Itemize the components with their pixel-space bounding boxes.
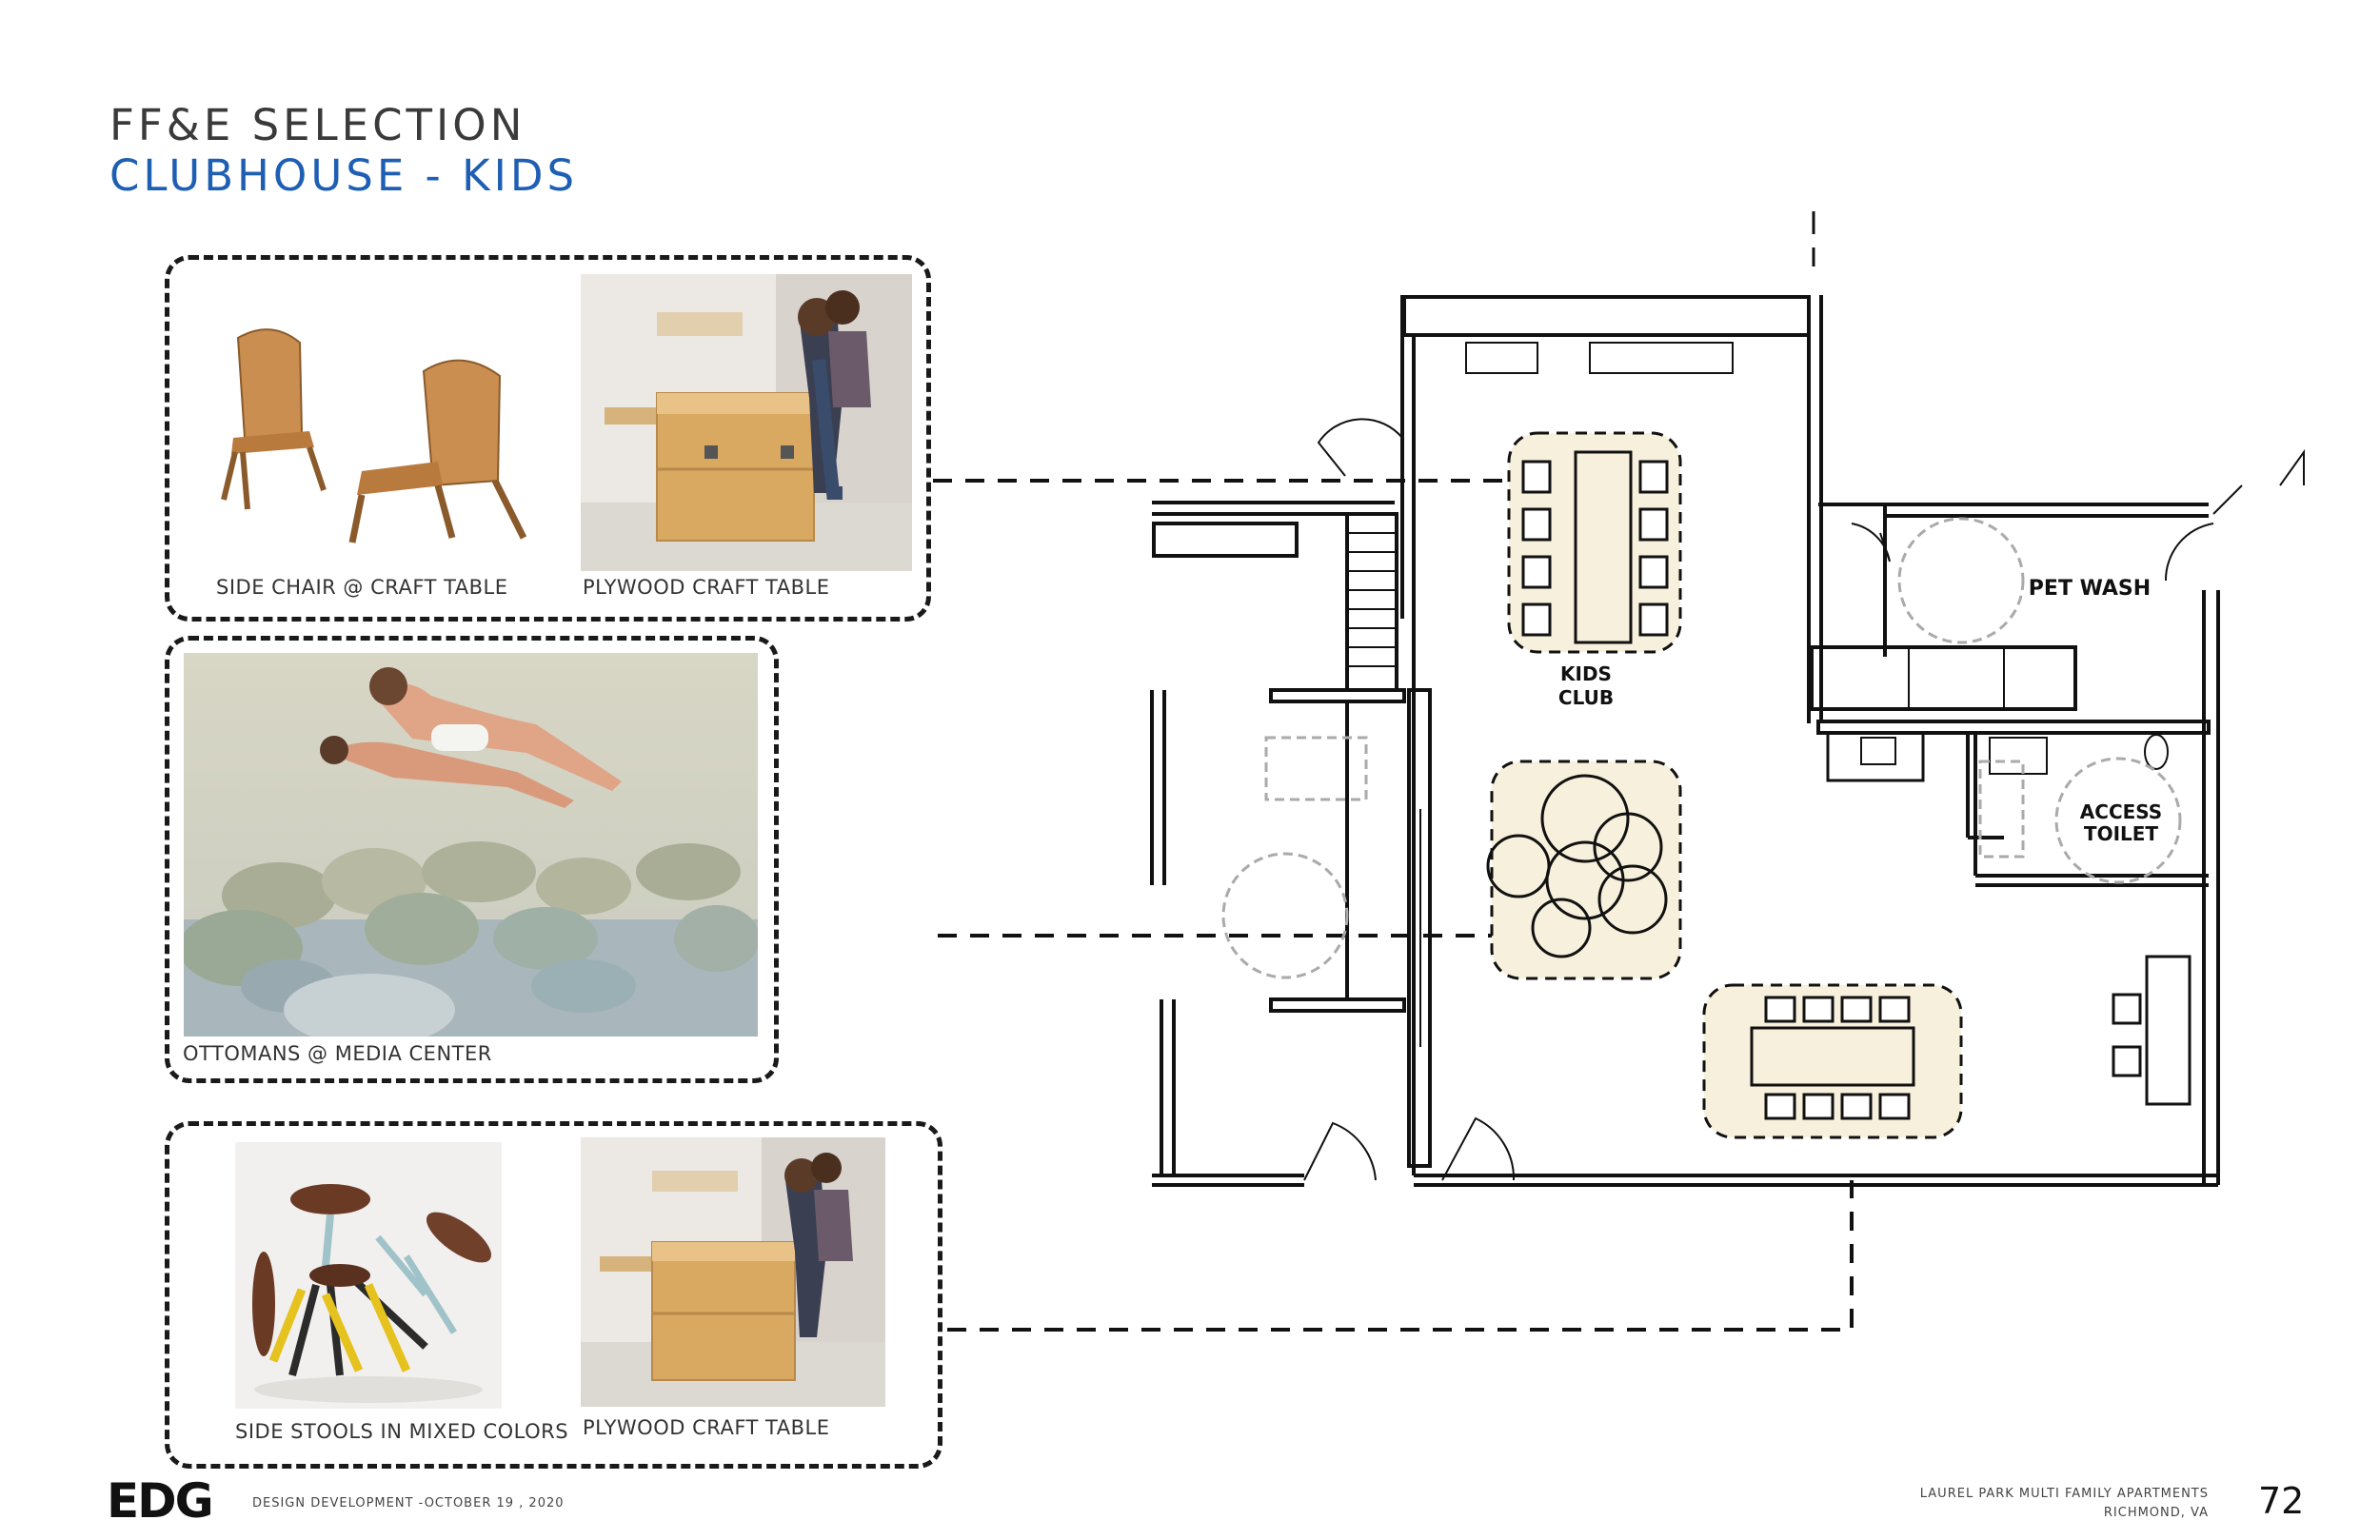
craft-table-photo-top <box>581 274 912 571</box>
ottomans-photo <box>184 653 758 1037</box>
label-pet-wash: PET WASH <box>2029 577 2151 601</box>
caption-craft-table-top: PLYWOOD CRAFT TABLE <box>583 576 830 599</box>
footer-project-location: RICHMOND, VA <box>2103 1506 2209 1520</box>
page-number: 72 <box>2258 1480 2305 1522</box>
page-title: FF&E SELECTION <box>109 100 526 150</box>
leader-bottom <box>947 1180 1854 1332</box>
label-access-2: TOILET <box>2084 822 2158 845</box>
caption-craft-table-bottom: PLYWOOD CRAFT TABLE <box>583 1416 830 1439</box>
panel-top <box>165 255 931 622</box>
side-stools-photo <box>235 1142 502 1409</box>
caption-side-stools: SIDE STOOLS IN MIXED COLORS <box>235 1420 569 1443</box>
label-access-1: ACCESS <box>2080 800 2162 823</box>
label-kids-club-2: CLUB <box>1558 686 1614 709</box>
panel-bottom <box>165 1121 942 1469</box>
floor-plan: KIDS CLUB PET WASH ACCESS TOILET <box>928 211 2305 1332</box>
craft-table-photo-bottom <box>581 1137 885 1407</box>
footer-project-name: LAUREL PARK MULTI FAMILY APARTMENTS <box>1919 1487 2209 1501</box>
side-chair-photo <box>195 319 547 566</box>
footer-phase: DESIGN DEVELOPMENT -OCTOBER 19 , 2020 <box>252 1496 565 1510</box>
page-subtitle: CLUBHOUSE - KIDS <box>109 150 579 201</box>
caption-ottomans: OTTOMANS @ MEDIA CENTER <box>183 1042 492 1065</box>
panel-middle <box>165 636 779 1083</box>
edg-logo: EDG <box>107 1473 214 1529</box>
label-kids-club-1: KIDS <box>1560 662 1612 685</box>
caption-side-chair: SIDE CHAIR @ CRAFT TABLE <box>216 576 508 599</box>
footer-project: LAUREL PARK MULTI FAMILY APARTMENTS RICH… <box>1920 1485 2209 1523</box>
